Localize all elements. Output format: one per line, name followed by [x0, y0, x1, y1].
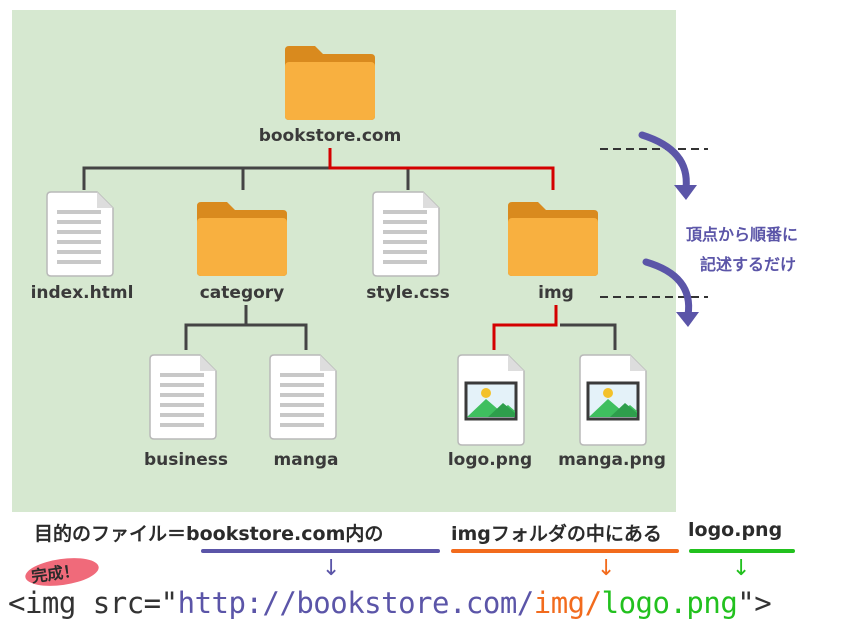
- code-file: logo.png: [601, 586, 738, 620]
- manga-label: manga: [274, 450, 339, 470]
- code-suffix: ">: [737, 586, 772, 620]
- folder-icon: [285, 46, 375, 120]
- document-icon: [46, 191, 114, 277]
- caption-img-folder: imgフォルダの中にある: [451, 523, 662, 545]
- category-label: category: [200, 283, 285, 303]
- document-icon: [149, 354, 217, 440]
- curved-arrow-icon: [642, 258, 693, 319]
- folder-icon: [508, 202, 598, 276]
- down-arrow-icon: ↓: [322, 556, 341, 581]
- folder-icon: [197, 202, 287, 276]
- document-icon: [269, 354, 337, 440]
- code-host: http://bookstore.com/: [177, 586, 535, 620]
- manga-png-label: manga.png: [558, 450, 666, 470]
- code-dir: img/: [533, 586, 602, 620]
- side-note-line-2: 記述するだけ: [700, 255, 796, 274]
- img-tag-code: <img src="http://bookstore.com/img/logo.…: [8, 586, 772, 620]
- style-css-label: style.css: [366, 283, 449, 303]
- index-html-label: index.html: [31, 283, 134, 303]
- business-label: business: [144, 450, 228, 470]
- arrow-head-icon: [676, 312, 699, 327]
- root-label: bookstore.com: [259, 126, 402, 146]
- image-file-icon: [578, 353, 648, 447]
- complete-badge-icon: [25, 558, 99, 586]
- logo-png-label: logo.png: [448, 450, 532, 470]
- dir-underline: [451, 549, 679, 553]
- arrow-head-icon: [674, 185, 697, 200]
- document-icon: [372, 191, 440, 277]
- down-arrow-icon: ↓: [732, 556, 751, 581]
- img-label: img: [538, 283, 574, 303]
- image-file-icon: [456, 353, 526, 447]
- host-underline: [201, 549, 440, 553]
- curved-arrow-icon: [638, 131, 690, 192]
- tree-connectors: [82, 148, 617, 350]
- file-underline: [689, 549, 795, 553]
- caption-logo-file: logo.png: [688, 519, 783, 541]
- side-note-line-1: 頂点から順番に: [686, 225, 798, 244]
- down-arrow-icon: ↓: [597, 556, 616, 581]
- caption-target-file: 目的のファイル＝bookstore.com内の: [34, 523, 384, 545]
- code-prefix: <img src=": [8, 586, 178, 620]
